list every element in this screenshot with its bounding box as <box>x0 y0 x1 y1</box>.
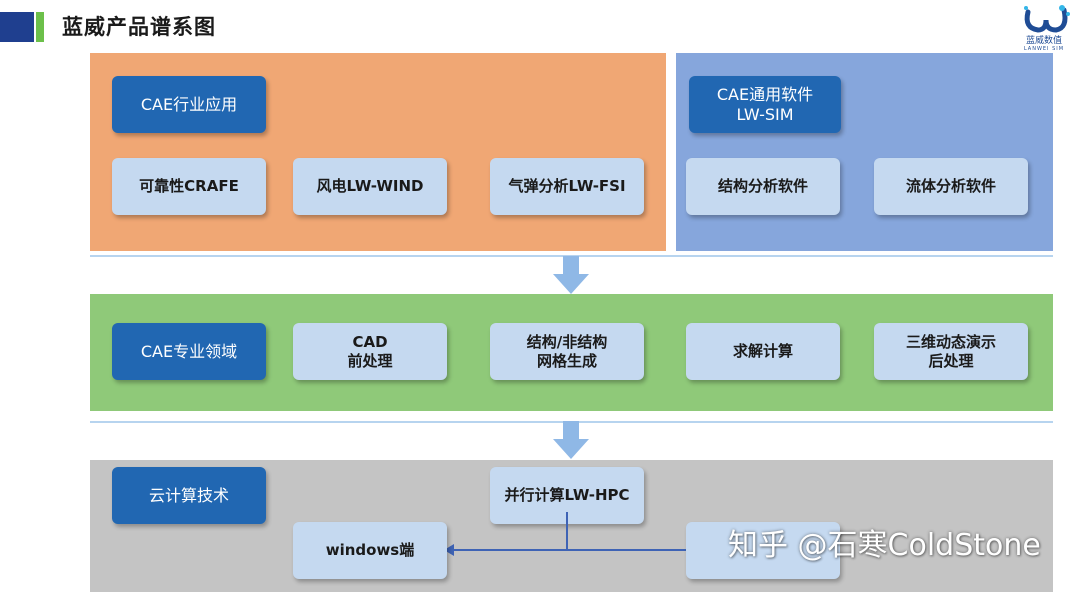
industry-app-label: 气弹分析LW-FSI <box>508 177 626 195</box>
general-software-subtitle: LW-SIM <box>736 104 794 124</box>
industry-apps-title: CAE行业应用 <box>140 94 238 114</box>
postprocessing-3d: 三维动态演示 后处理 <box>874 323 1028 380</box>
fluid-analysis-software: 流体分析软件 <box>874 158 1028 215</box>
down-arrow-icon <box>553 421 589 459</box>
industry-app-wind: 风电LW-WIND <box>293 158 447 215</box>
header-accent-green <box>36 12 44 42</box>
industry-app-label: 风电LW-WIND <box>316 177 424 195</box>
client-label: windows端 <box>325 541 415 559</box>
mesh-generation: 结构/非结构 网格生成 <box>490 323 644 380</box>
domain-item-line1: CAD <box>352 332 388 351</box>
domain-item-line1: 求解计算 <box>732 342 793 360</box>
other-client <box>686 522 840 579</box>
watermark-text: 知乎 @石寒ColdStone <box>728 528 1041 563</box>
domain-item-line1: 结构/非结构 <box>526 332 608 351</box>
page-title: 蓝威产品谱系图 <box>62 15 216 39</box>
cloud-computing-header: 云计算技术 <box>112 467 266 524</box>
client-connector <box>444 512 696 556</box>
cad-preprocessing: CAD 前处理 <box>293 323 447 380</box>
general-software-title: CAE通用软件 <box>716 84 814 104</box>
industry-app-fsi: 气弹分析LW-FSI <box>490 158 644 215</box>
down-arrow-icon <box>553 256 589 294</box>
general-software-header: CAE通用软件 LW-SIM <box>689 76 841 133</box>
industry-apps-header: CAE行业应用 <box>112 76 266 133</box>
domain-item-line2: 后处理 <box>928 351 974 370</box>
windows-client: windows端 <box>293 522 447 579</box>
industry-app-label: 可靠性CRAFE <box>139 177 239 195</box>
industry-app-reliability: 可靠性CRAFE <box>112 158 266 215</box>
solver-computation: 求解计算 <box>686 323 840 380</box>
professional-domain-header: CAE专业领域 <box>112 323 266 380</box>
logo-text: 蓝威数值 <box>1025 36 1062 46</box>
domain-item-line2: 前处理 <box>347 351 393 370</box>
software-label: 结构分析软件 <box>717 177 808 195</box>
domain-item-line1: 三维动态演示 <box>905 332 996 351</box>
professional-domain-title: CAE专业领域 <box>140 341 238 361</box>
domain-item-line2: 网格生成 <box>536 351 597 370</box>
cloud-computing-title: 云计算技术 <box>148 485 229 505</box>
hpc-label: 并行计算LW-HPC <box>504 486 630 504</box>
software-label: 流体分析软件 <box>905 177 996 195</box>
logo-subtext: LANWEI SIM <box>1023 46 1065 52</box>
structural-analysis-software: 结构分析软件 <box>686 158 840 215</box>
header-accent-blue <box>0 12 34 42</box>
lanwei-logo-icon <box>1024 5 1070 33</box>
